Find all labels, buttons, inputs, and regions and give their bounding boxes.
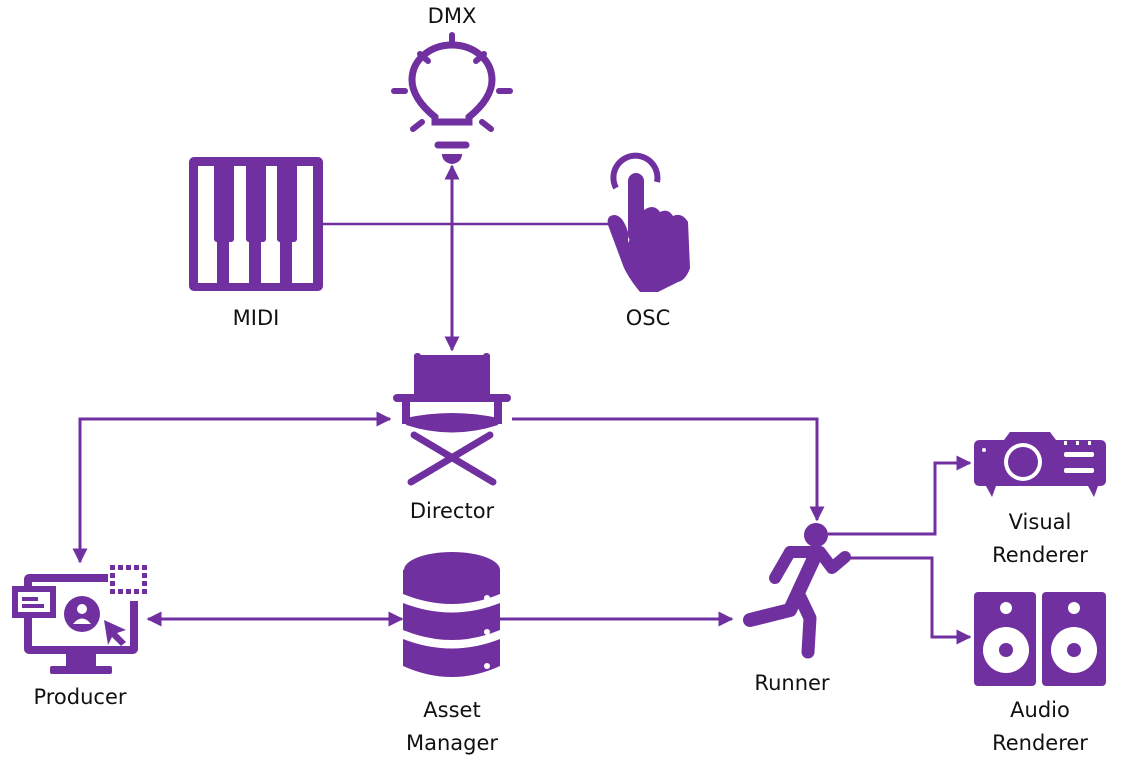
projector-icon — [974, 432, 1106, 497]
lightbulb-icon — [391, 32, 513, 165]
piano-keys-icon — [189, 157, 323, 291]
audio-renderer-label-line1: Audio — [1010, 698, 1070, 722]
edge-director-runner — [512, 417, 825, 522]
dmx-label: DMX — [427, 4, 477, 28]
runner-label: Runner — [754, 671, 830, 695]
database-icon — [403, 552, 500, 677]
edge-runner-visual — [828, 455, 972, 536]
director-label: Director — [409, 499, 495, 523]
edge-runner-audio — [842, 556, 972, 645]
visual-renderer-label-line2: Renderer — [992, 543, 1088, 567]
visual-renderer-label-line1: Visual — [1008, 510, 1072, 534]
producer-label: Producer — [33, 685, 127, 709]
director-chair-icon — [393, 353, 511, 486]
monitor-user-icon — [12, 563, 150, 674]
audio-renderer-label-line2: Renderer — [992, 731, 1088, 755]
touch-hand-icon — [607, 152, 690, 292]
edge-producer-director — [72, 411, 392, 564]
asset-manager-label-line2: Manager — [405, 731, 499, 755]
midi-label: MIDI — [232, 306, 280, 330]
connectors — [72, 164, 972, 645]
running-person-icon — [743, 523, 851, 659]
osc-label: OSC — [625, 306, 671, 330]
asset-manager-label-line1: Asset — [423, 698, 481, 722]
speakers-icon — [974, 592, 1106, 686]
